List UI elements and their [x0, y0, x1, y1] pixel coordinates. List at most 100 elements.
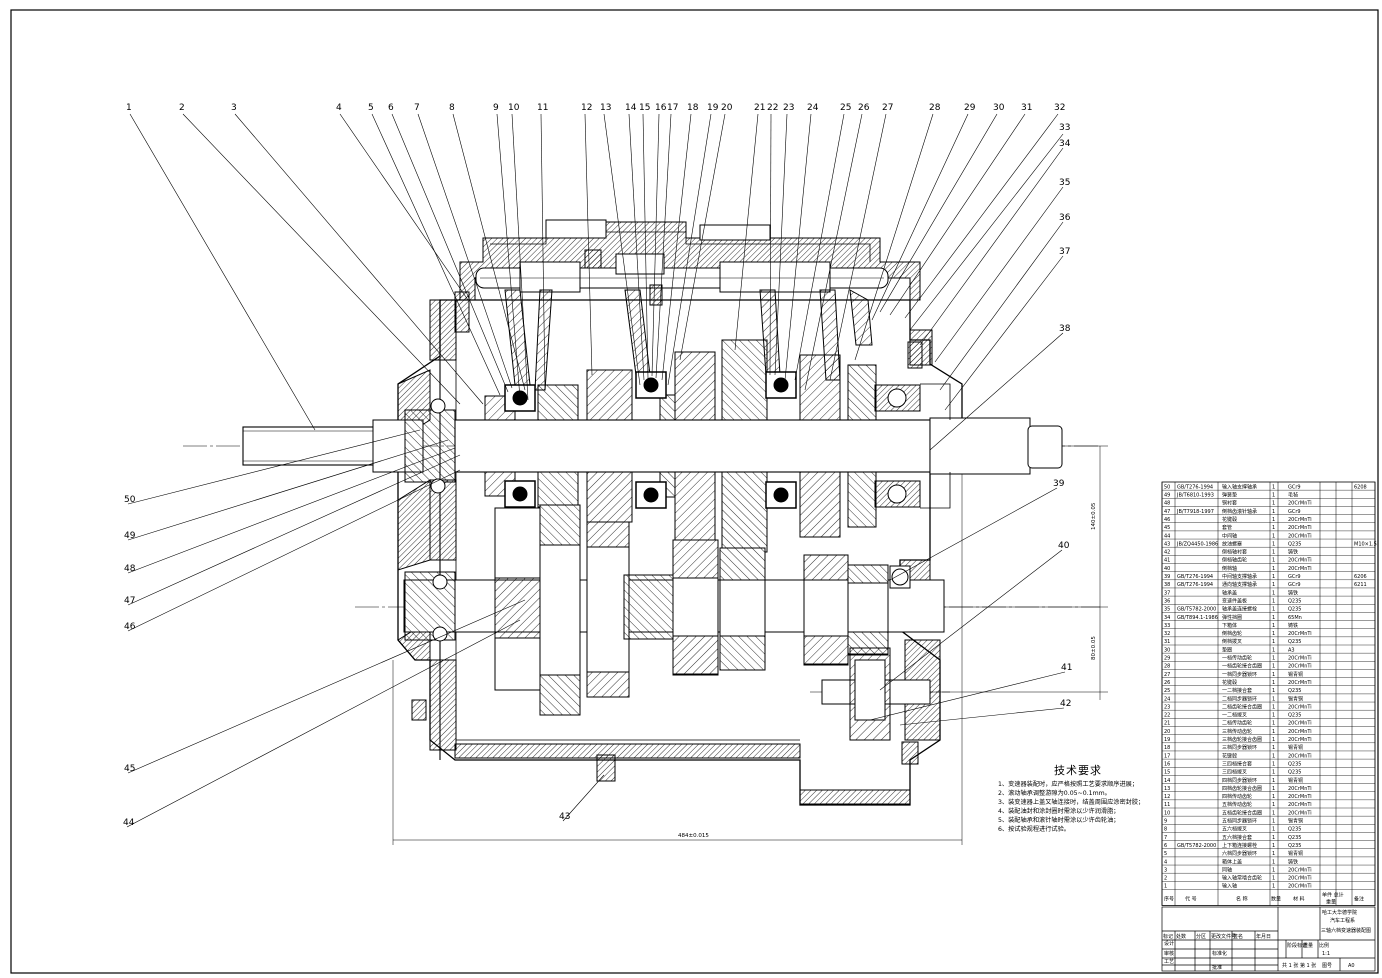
bom-material: Q235 [1288, 541, 1301, 547]
bom-no: 23 [1164, 704, 1170, 710]
bom-qty: 1 [1272, 859, 1275, 865]
callout-8: 8 [449, 103, 526, 391]
bom-name: 一档齿轮接合齿圈 [1222, 663, 1262, 670]
drawing-frame [10, 9, 1379, 974]
bom-no: 12 [1164, 794, 1170, 800]
title-block-weight-label: 重量 [1303, 942, 1313, 949]
bom-qty: 1 [1272, 550, 1275, 556]
callout-40: 40 [879, 541, 1070, 691]
bom-material: Q235 [1288, 843, 1301, 849]
bom-qty: 1 [1272, 566, 1275, 572]
callout-number: 50 [124, 495, 136, 505]
bom-no: 24 [1164, 696, 1170, 702]
bom-no: 39 [1164, 574, 1170, 580]
bom-name: 一档同步器锁环 [1222, 671, 1257, 678]
bom-no: 9 [1164, 819, 1167, 825]
bom-name: 倒档拨叉 [1222, 638, 1242, 645]
bom-header: 序号代 号名 称数量材 料单件 总计重量备注 [1164, 892, 1364, 906]
bom-no: 6 [1164, 843, 1167, 849]
callout-number: 48 [124, 564, 136, 574]
callout-number: 37 [1059, 247, 1070, 257]
bom-qty: 1 [1272, 753, 1275, 759]
callout-36: 36 [939, 213, 1071, 391]
svg-text:材 料: 材 料 [1293, 896, 1305, 903]
bom-name: 三档齿轮接合齿圈 [1222, 736, 1262, 743]
bom-no: 1 [1164, 884, 1167, 890]
change-label: 签名 [1233, 933, 1243, 940]
callout-number: 44 [123, 818, 135, 828]
bom-name: 二档传动齿轮 [1222, 720, 1252, 727]
callout-43: 43 [559, 774, 605, 822]
callout-47: 47 [124, 454, 461, 606]
bom-qty: 1 [1272, 851, 1275, 857]
gearbox-section-view [183, 219, 1100, 806]
bom-name: 倒档轴 [1222, 565, 1237, 572]
title-block-stage-label: 阶段标记 [1287, 942, 1307, 949]
callout-28: 28 [854, 103, 941, 361]
bom-code: GB/T276-1994 [1177, 574, 1213, 580]
callout-2: 2 [179, 103, 461, 405]
bom-material: Q235 [1288, 639, 1301, 645]
callout-45: 45 [124, 599, 526, 774]
title-block-drawing-title: 三轴六档变速器装配图 [1321, 927, 1371, 934]
bom-qty: 1 [1272, 647, 1275, 653]
bom-material: 铸铁 [1288, 858, 1298, 865]
callout-23: 23 [774, 103, 794, 376]
bom-name: 四档同步器锁环 [1222, 777, 1257, 784]
bom-no: 27 [1164, 672, 1170, 678]
bom-name: 箱体上盖 [1222, 858, 1242, 865]
callout-5: 5 [368, 103, 501, 396]
title-block-change-labels: 标记处数分区更改文件号签名年月日 [1163, 933, 1271, 940]
callout-number: 10 [508, 103, 520, 113]
bom-material: 锡青铜 [1288, 671, 1303, 678]
change-label: 处数 [1176, 933, 1186, 940]
bom-no: 2 [1164, 876, 1167, 882]
bom-qty: 1 [1272, 509, 1275, 515]
bom-no: 38 [1164, 582, 1170, 588]
bom-material: 20CrMnTi [1288, 729, 1312, 735]
callout-number: 13 [600, 103, 611, 113]
bom-qty: 1 [1272, 598, 1275, 604]
bom-qty: 1 [1272, 884, 1275, 890]
callout-15: 15 [639, 103, 650, 379]
bom-qty: 1 [1272, 493, 1275, 499]
bom-qty: 1 [1272, 623, 1275, 629]
bom-material: A3 [1288, 647, 1295, 653]
bom-no: 21 [1164, 721, 1170, 727]
callout-22: 22 [767, 103, 778, 376]
bom-material: 20CrMnTi [1288, 517, 1312, 523]
callout-48: 48 [124, 447, 456, 574]
bom-name: 中间轴 [1222, 532, 1237, 539]
callout-21: 21 [734, 103, 765, 351]
bom-no: 22 [1164, 713, 1170, 719]
bom-qty: 1 [1272, 713, 1275, 719]
callout-number: 1 [126, 103, 132, 113]
callout-number: 28 [929, 103, 941, 113]
bom-qty: 1 [1272, 607, 1275, 613]
title-block [1161, 906, 1376, 972]
bom-no: 47 [1164, 509, 1170, 515]
bom-material: 锡青铜 [1288, 744, 1303, 751]
output-shaft [929, 417, 1031, 475]
bom-material: GCr9 [1288, 484, 1301, 490]
callout-number: 38 [1059, 324, 1071, 334]
bom-code: GB/T276-1994 [1177, 484, 1213, 490]
callout-number: 12 [581, 103, 592, 113]
bom-no: 34 [1164, 615, 1170, 621]
bom-note: 6211 [1354, 582, 1367, 588]
bom-name: 倒档齿滚针轴承 [1222, 508, 1257, 515]
bom-name: 上下箱连接螺栓 [1222, 842, 1257, 849]
